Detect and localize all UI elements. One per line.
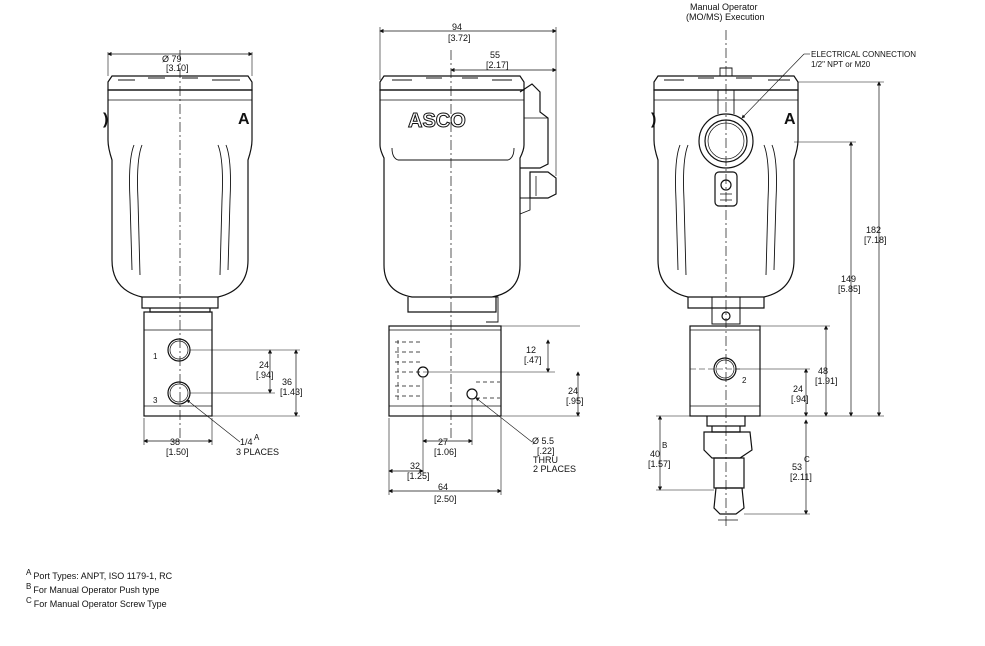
left-port-sup: A (254, 433, 260, 442)
middle-dim-27: 27 (438, 437, 448, 447)
right-dim-149-in: [5.85] (838, 284, 861, 294)
footnote-c-mark: C (26, 596, 32, 605)
middle-dim-55: 55 (490, 50, 500, 60)
svg-text:A: A (784, 111, 796, 128)
right-dim-182: 182 (866, 225, 881, 235)
right-dim-48: 48 (818, 366, 828, 376)
left-port-3-label: 3 (153, 396, 158, 405)
middle-hole-in: [.22] (537, 446, 555, 456)
middle-side-boss (519, 83, 549, 169)
middle-dim-24-in: [.95] (566, 396, 584, 406)
middle-valve-body (388, 325, 502, 417)
right-elec-line1: ELECTRICAL CONNECTION (811, 50, 916, 59)
right-view (653, 30, 884, 528)
right-dim-40-in: [1.57] (648, 459, 671, 469)
right-valve-body (689, 325, 761, 417)
right-dim-53-in: [2.11] (790, 472, 812, 482)
left-valve-body (143, 311, 213, 417)
middle-hole-2 (466, 388, 478, 400)
footnote-a-mark: A (26, 568, 32, 577)
middle-dim-12-in: [.47] (524, 355, 542, 365)
svg-text:): ) (103, 111, 108, 128)
right-dim-53: 53 (792, 462, 802, 472)
middle-dim-24: 24 (568, 386, 578, 396)
middle-hole-dia: Ø 5.5 (532, 436, 554, 446)
middle-dim-27-in: [1.06] (434, 447, 457, 457)
middle-brand: ASCO (408, 110, 466, 132)
svg-text:): ) (651, 111, 656, 128)
middle-dim-64-in: [2.50] (434, 494, 457, 504)
left-dia-label: Ø 79 (162, 54, 182, 64)
svg-text:A: A (238, 111, 250, 128)
right-dim-182-in: [7.18] (864, 235, 887, 245)
right-bottom-operator (703, 431, 753, 459)
right-dim-149: 149 (841, 274, 856, 284)
middle-hole-places: 2 PLACES (533, 464, 576, 474)
left-port-places: 3 PLACES (236, 447, 279, 457)
right-dim-48-in: [1.91] (815, 376, 838, 386)
right-dim-40: 40 (650, 449, 660, 459)
right-elec-line2: 1/2" NPT or M20 (811, 60, 871, 69)
top-label-line1: Manual Operator (690, 2, 758, 12)
footnote-b-mark: B (26, 582, 32, 591)
right-port-2-label: 2 (742, 376, 747, 385)
left-port-1 (167, 338, 191, 362)
top-label-line2: (MO/MS) Execution (686, 12, 765, 22)
footnote-a-text: Port Types: ANPT, ISO 1179-1, RC (33, 571, 173, 581)
left-port-3 (167, 381, 191, 405)
left-dia-inch: [3.10] (166, 63, 189, 73)
middle-dim-12: 12 (526, 345, 536, 355)
middle-dim-94: 94 (452, 22, 462, 32)
middle-dim-94-in: [3.72] (448, 33, 471, 43)
left-port-1-label: 1 (153, 352, 158, 361)
middle-dim-64: 64 (438, 482, 448, 492)
left-dim-38-in: [1.50] (166, 447, 189, 457)
left-view: ) A (103, 50, 300, 445)
left-port-size: 1/4 (240, 437, 253, 447)
footnote-c-text: For Manual Operator Screw Type (33, 599, 167, 609)
right-dim-24: 24 (793, 384, 803, 394)
left-dim-24: 24 (259, 360, 269, 370)
footnote-b-text: For Manual Operator Push type (33, 585, 160, 595)
middle-dim-32: 32 (410, 461, 420, 471)
right-dim-53-sup: C (804, 455, 810, 464)
middle-dim-32-in: [1.25] (407, 471, 430, 481)
left-dim-36: 36 (282, 377, 292, 387)
middle-view (379, 27, 581, 495)
left-dim-36-in: [1.43] (280, 387, 303, 397)
middle-dim-55-in: [2.17] (486, 60, 509, 70)
middle-hole-thru: THRU (533, 455, 558, 465)
right-electrical-boss (698, 113, 754, 169)
left-dim-38: 38 (170, 437, 180, 447)
right-dim-24-in: [.94] (791, 394, 809, 404)
left-dim-24-in: [.94] (256, 370, 274, 380)
right-dim-40-sup: B (662, 441, 667, 450)
